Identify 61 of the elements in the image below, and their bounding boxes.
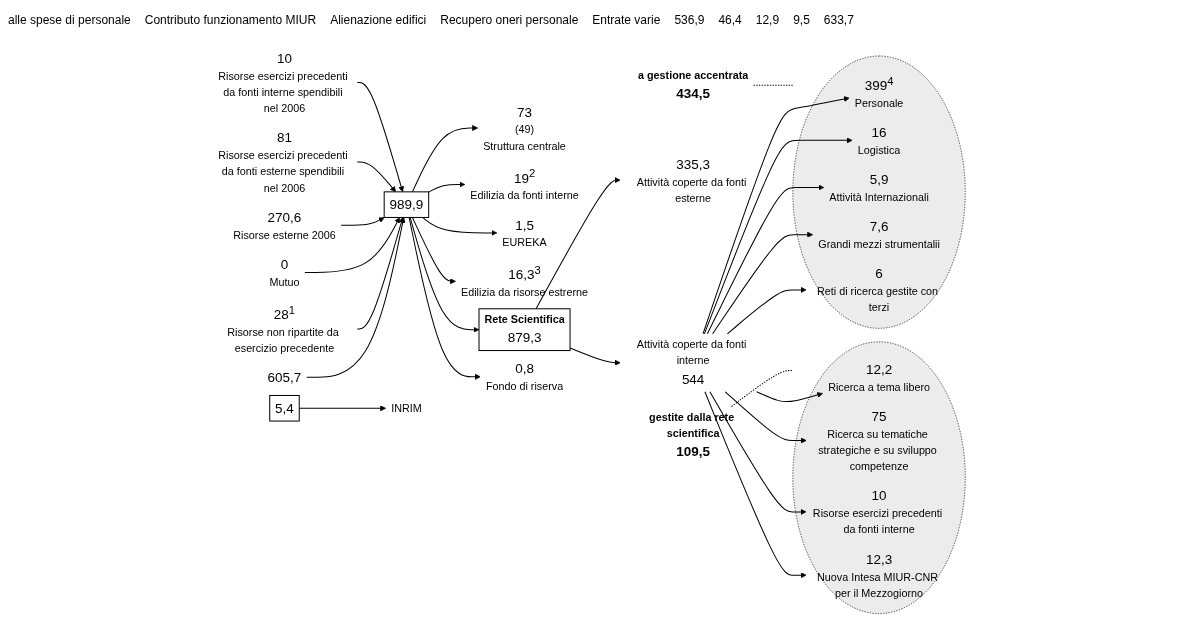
arrow xyxy=(411,125,479,193)
node-text: 7,6 Grandi mezzi strumentalii xyxy=(818,219,940,251)
node-text: 19$^{2}$ Edilizia da fonti interne xyxy=(470,167,579,202)
arrow xyxy=(702,96,850,335)
amount-label: 9,5 xyxy=(793,13,810,27)
node-text: 0,8 Fondo di riserva xyxy=(485,361,564,393)
connector xyxy=(753,84,794,86)
node-text: 10 Risorse esercizi precedenti da fonti interne spendibili nel 2006 xyxy=(218,50,348,115)
node-text: 5,9 Attività Internazionali xyxy=(829,172,929,204)
node-text: 12,2 Ricerca a tema libero xyxy=(828,361,930,393)
amount-label: 633,7 xyxy=(823,13,854,27)
arrow xyxy=(726,286,807,335)
node-box: Rete Scientifica 879,3 xyxy=(478,308,571,352)
arrow xyxy=(422,216,498,236)
amount-label: 46,4 xyxy=(718,13,742,27)
arrow xyxy=(304,217,400,273)
node-box: 989,9 xyxy=(383,191,430,218)
node-text: 0 Mutuo xyxy=(269,256,300,288)
arrow xyxy=(756,391,823,403)
node-box: 5,4 xyxy=(269,394,300,422)
node-text: 16,3$^{3}$ Edilizia da risorse estrerne xyxy=(461,263,589,298)
arrow xyxy=(356,161,396,193)
arrow xyxy=(535,177,621,310)
text-label: Alienazione edifici xyxy=(330,13,427,27)
connector xyxy=(730,369,794,408)
arrow xyxy=(704,391,807,579)
amount-label: 536,9 xyxy=(674,13,705,27)
arrow xyxy=(409,216,480,333)
node-text: 399$^{4}$ Personale xyxy=(854,74,904,109)
arrow xyxy=(712,231,814,335)
arrow xyxy=(408,216,481,380)
text-label: Contributo funzionamento MIUR xyxy=(144,13,317,27)
node-text: 605,7 xyxy=(267,369,302,385)
arrow xyxy=(340,217,385,226)
node-text: 10 Risorse esercizi precedenti da fonti interne xyxy=(812,488,943,536)
text-label: Entrate varie xyxy=(592,13,661,27)
arrow xyxy=(703,137,853,335)
node-text: 73 (49) Struttura centrale xyxy=(483,104,566,152)
node-text: 1,5 EUREKA xyxy=(502,217,547,249)
node-text: 335,3 Attività coperte da fonti esterne xyxy=(636,156,747,204)
amount-label: 12,9 xyxy=(755,13,780,27)
node-text: INRIM xyxy=(391,402,422,414)
node-text: 81 Risorse esercizi precedenti da fonti esterne spendibili nel 2006 xyxy=(218,130,348,194)
arrow xyxy=(306,217,406,378)
node-text: 270,6 Risorse esterne 2006 xyxy=(233,209,336,241)
arrow xyxy=(724,391,807,444)
text-label: alle spese di personale xyxy=(8,13,131,27)
arrow xyxy=(411,216,456,285)
arrow xyxy=(706,184,825,335)
node-text: 16 Logistica xyxy=(857,124,901,156)
arrow xyxy=(356,217,405,330)
node-text: 12,3 Nuova Intesa MIUR-CNR per il Mezzogiorno xyxy=(817,551,939,599)
node-text: 6 Reti di ricerca gestite con terzi xyxy=(817,266,939,314)
node-text: a gestione accentrata 434,5 xyxy=(638,69,749,101)
arrow xyxy=(428,181,466,193)
node-text: 75 Ricerca su tematiche strategiche e su sviluppo competenze xyxy=(818,408,937,473)
arrow xyxy=(709,391,807,515)
node-text: Attività coperte da fonti interne 544 xyxy=(636,338,747,387)
arrow xyxy=(356,81,405,193)
node-text: 28$^{1}$ Risorse non ripartite da esercizio precedente xyxy=(227,303,339,354)
text-label: Recupero oneri personale xyxy=(440,13,579,27)
